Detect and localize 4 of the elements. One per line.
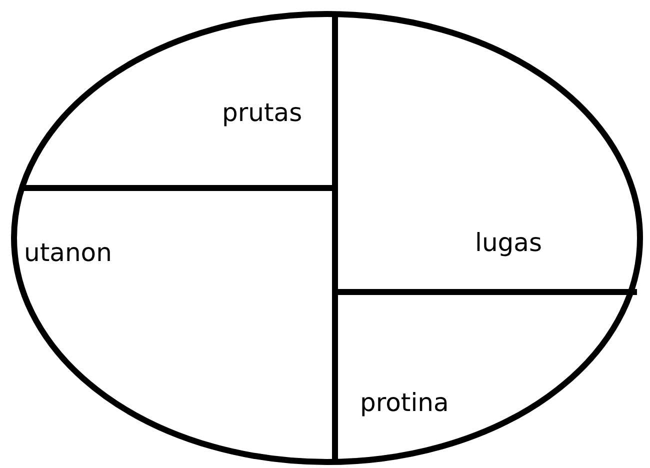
plate-section-label: protina (360, 388, 449, 418)
plate-section-label: lugas (475, 228, 542, 258)
plate-section-label: prutas (222, 98, 302, 128)
plate-section-label: utanon (24, 238, 112, 268)
